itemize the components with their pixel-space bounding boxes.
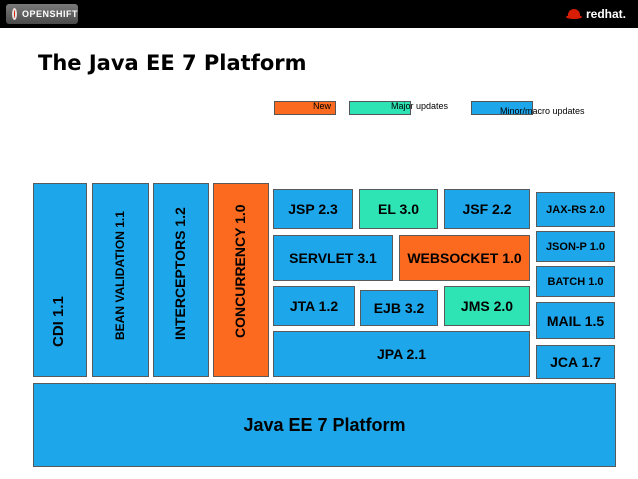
mail-box: MAIL 1.5: [536, 302, 615, 339]
concurrency-label: CONCURRENCY 1.0: [232, 204, 248, 338]
openshift-logo: OPENSHIFT: [6, 4, 78, 24]
websocket-box: WEBSOCKET 1.0: [399, 235, 530, 281]
bean-validation-label: BEAN VALIDATION 1.1: [112, 211, 127, 340]
top-bar: OPENSHIFT redhat.: [0, 0, 638, 28]
legend-label-minor: Minor/macro updates: [500, 106, 585, 116]
legend-swatch-major: [349, 101, 411, 115]
cdi-box: CDI 1.1: [33, 183, 87, 377]
legend-swatch-minor: [471, 101, 533, 115]
platform-box: Java EE 7 Platform: [33, 383, 616, 467]
jsp-box: JSP 2.3: [273, 189, 353, 229]
interceptors-box: INTERCEPTORS 1.2: [153, 183, 209, 377]
batch-box: BATCH 1.0: [536, 266, 615, 297]
legend-label-major: Major updates: [391, 101, 449, 111]
redhat-logo-text: redhat.: [585, 7, 626, 21]
interceptors-label: INTERCEPTORS 1.2: [172, 207, 188, 340]
redhat-hat-icon: [565, 8, 582, 20]
concurrency-box: CONCURRENCY 1.0: [213, 183, 269, 377]
jms-box: JMS 2.0: [444, 286, 530, 326]
bean-validation-box: BEAN VALIDATION 1.1: [92, 183, 149, 377]
jsonp-box: JSON-P 1.0: [536, 231, 615, 262]
jsf-box: JSF 2.2: [444, 189, 530, 229]
redhat-logo: redhat.: [565, 5, 626, 23]
el-box: EL 3.0: [359, 189, 438, 229]
jta-box: JTA 1.2: [273, 286, 355, 326]
jca-box: JCA 1.7: [536, 345, 615, 379]
openshift-icon: [12, 8, 17, 20]
legend-swatch-new: [274, 101, 336, 115]
servlet-box: SERVLET 3.1: [273, 235, 393, 281]
page-title: The Java EE 7 Platform: [38, 51, 307, 75]
legend-label-new: New: [313, 101, 332, 111]
ejb-box: EJB 3.2: [360, 290, 438, 326]
cdi-label: CDI 1.1: [50, 296, 67, 347]
openshift-logo-text: OPENSHIFT: [21, 9, 78, 19]
jaxrs-box: JAX-RS 2.0: [536, 192, 615, 227]
jpa-box: JPA 2.1: [273, 331, 530, 377]
